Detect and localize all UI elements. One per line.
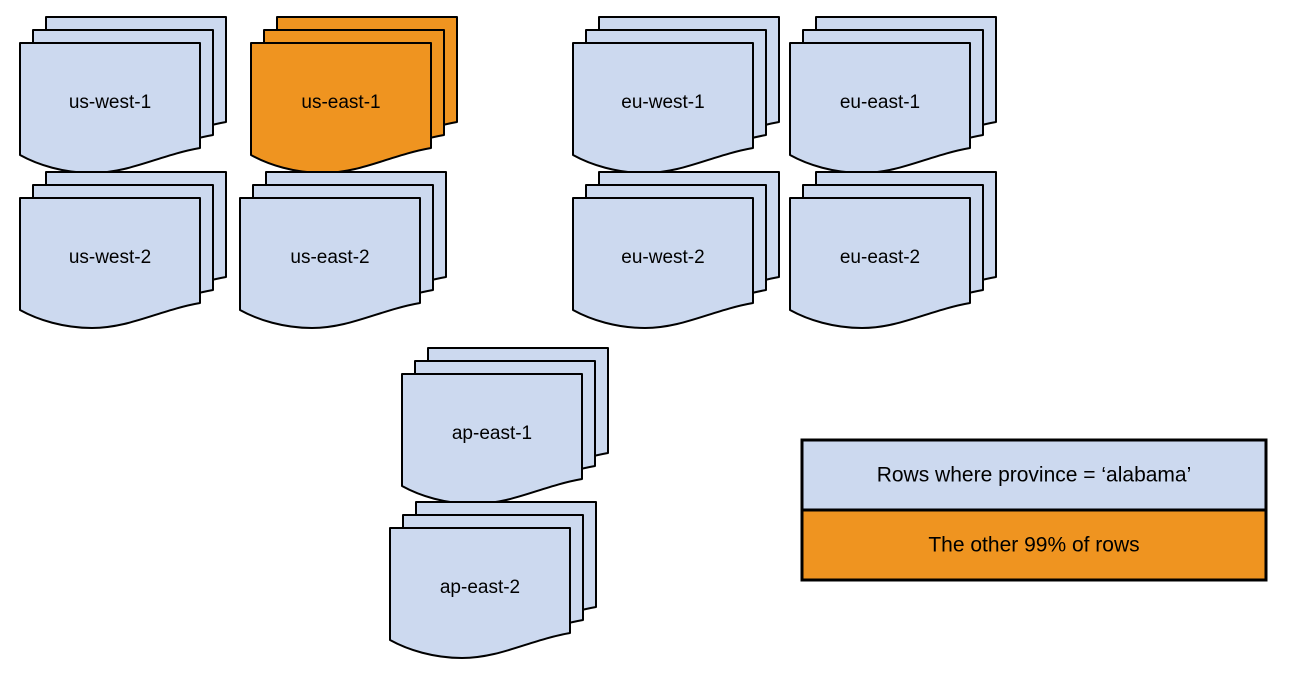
region-label-us-west-2: us-west-2 (69, 247, 151, 268)
region-stack-eu-west-1[interactable]: eu-west-1 (572, 16, 780, 174)
region-stack-us-east-1[interactable]: us-east-1 (250, 16, 458, 174)
legend-swatch-legend-orange (800, 508, 1268, 582)
region-stack-us-west-2[interactable]: us-west-2 (19, 171, 227, 329)
legend-swatch-legend-blue (800, 438, 1268, 512)
region-stack-us-west-1[interactable]: us-west-1 (19, 16, 227, 174)
region-label-eu-east-2: eu-east-2 (840, 247, 920, 268)
region-stack-ap-east-2[interactable]: ap-east-2 (389, 501, 597, 659)
region-label-us-east-2: us-east-2 (290, 247, 369, 268)
legend-label-legend-blue: Rows where province = ‘alabama’ (877, 464, 1192, 487)
region-label-eu-east-1: eu-east-1 (840, 92, 920, 113)
region-stack-ap-east-1[interactable]: ap-east-1 (401, 347, 609, 505)
region-stacks: us-west-1 us-east-1 eu-west-1 eu-east-1 us-w… (19, 16, 997, 659)
region-stack-eu-east-1[interactable]: eu-east-1 (789, 16, 997, 174)
legend-label-legend-orange: The other 99% of rows (928, 534, 1139, 557)
region-label-us-east-1: us-east-1 (301, 92, 380, 113)
region-stack-us-east-2[interactable]: us-east-2 (239, 171, 447, 329)
region-label-ap-east-2: ap-east-2 (440, 577, 520, 598)
region-label-eu-west-2: eu-west-2 (621, 247, 704, 268)
region-stack-eu-east-2[interactable]: eu-east-2 (789, 171, 997, 329)
region-stack-eu-west-2[interactable]: eu-west-2 (572, 171, 780, 329)
region-label-ap-east-1: ap-east-1 (452, 423, 532, 444)
region-label-us-west-1: us-west-1 (69, 92, 151, 113)
region-label-eu-west-1: eu-west-1 (621, 92, 704, 113)
diagram-legend: Rows where province = ‘alabama’ The other… (800, 438, 1268, 582)
